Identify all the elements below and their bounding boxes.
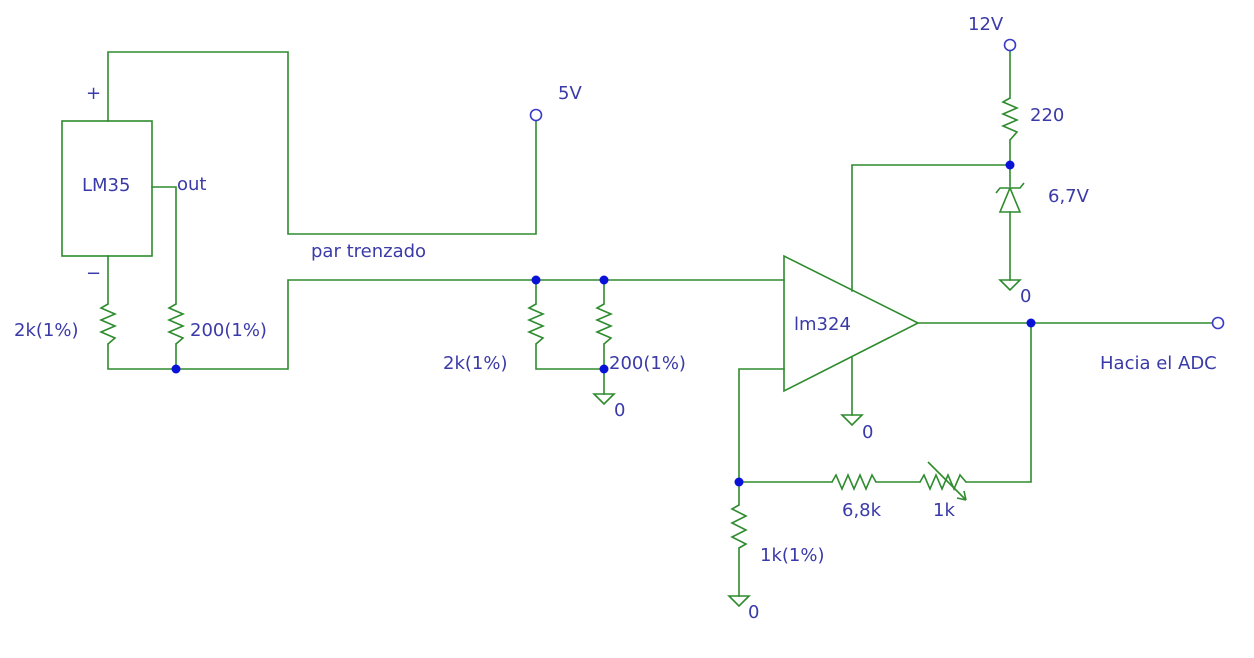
junction-dot bbox=[531, 275, 541, 285]
label-ground-2: 0 bbox=[862, 422, 873, 443]
junction-dot bbox=[1005, 160, 1015, 170]
lm35-minus-label: − bbox=[86, 263, 101, 284]
label-resistor-left-2k: 2k(1%) bbox=[14, 320, 78, 341]
junction-dot bbox=[171, 364, 181, 374]
label-resistor-left-200: 200(1%) bbox=[190, 320, 267, 341]
wires bbox=[107, 49, 1213, 597]
ground-symbol-2 bbox=[840, 414, 864, 427]
label-5v: 5V bbox=[558, 83, 582, 104]
resistor-1k bbox=[730, 504, 748, 549]
junction-dot bbox=[1026, 318, 1036, 328]
label-resistor-1k: 1k(1%) bbox=[760, 545, 824, 566]
label-resistor-6k8: 6,8k bbox=[842, 500, 882, 521]
label-potentiometer: 1k bbox=[933, 500, 955, 521]
junction-dot bbox=[734, 477, 744, 487]
lm35-label: LM35 bbox=[82, 175, 130, 196]
wire-feedback-right bbox=[965, 322, 1032, 483]
label-output: Hacia el ADC bbox=[1100, 353, 1217, 374]
wire-left-bottom bbox=[107, 279, 785, 370]
opamp-body bbox=[783, 254, 920, 393]
lm35-out-label: out bbox=[177, 174, 206, 195]
label-12v: 12V bbox=[968, 14, 1004, 35]
label-resistor-220: 220 bbox=[1030, 105, 1064, 126]
wire-lm35-out bbox=[151, 186, 177, 305]
label-ground-4: 0 bbox=[748, 602, 759, 623]
resistor-6k8 bbox=[831, 472, 877, 492]
junction-dot bbox=[599, 275, 609, 285]
wire-mid-2k-bottom bbox=[535, 343, 605, 370]
label-resistor-mid-2k: 2k(1%) bbox=[443, 353, 507, 374]
label-zener: 6,7V bbox=[1048, 186, 1090, 207]
opamp-label: lm324 bbox=[794, 314, 851, 335]
ground-symbol-4 bbox=[727, 595, 751, 608]
resistor-220 bbox=[1000, 97, 1020, 141]
lm35-plus-label: + bbox=[86, 83, 101, 104]
resistor-mid-2k bbox=[526, 303, 546, 345]
pin-5v bbox=[529, 108, 543, 122]
wire-opamp-supply bbox=[851, 164, 1011, 292]
zener-diode bbox=[995, 182, 1025, 213]
ground-symbol-1 bbox=[592, 393, 616, 406]
resistor-left-2k bbox=[98, 303, 118, 345]
wire-lm35-plus bbox=[107, 51, 537, 235]
junction-dot bbox=[599, 364, 609, 374]
resistor-mid-200 bbox=[594, 303, 614, 345]
wire-inverting-input bbox=[738, 368, 785, 506]
resistor-left-200 bbox=[166, 303, 186, 345]
potentiometer-1k bbox=[919, 461, 967, 501]
pin-12v bbox=[1003, 38, 1017, 52]
label-ground-1: 0 bbox=[614, 400, 625, 421]
pin-output-adc bbox=[1211, 316, 1225, 330]
ground-symbol-3 bbox=[998, 279, 1022, 292]
label-resistor-mid-200: 200(1%) bbox=[609, 353, 686, 374]
label-twisted-pair: par trenzado bbox=[311, 241, 426, 262]
lm35-body bbox=[61, 120, 153, 257]
label-ground-3: 0 bbox=[1020, 286, 1031, 307]
